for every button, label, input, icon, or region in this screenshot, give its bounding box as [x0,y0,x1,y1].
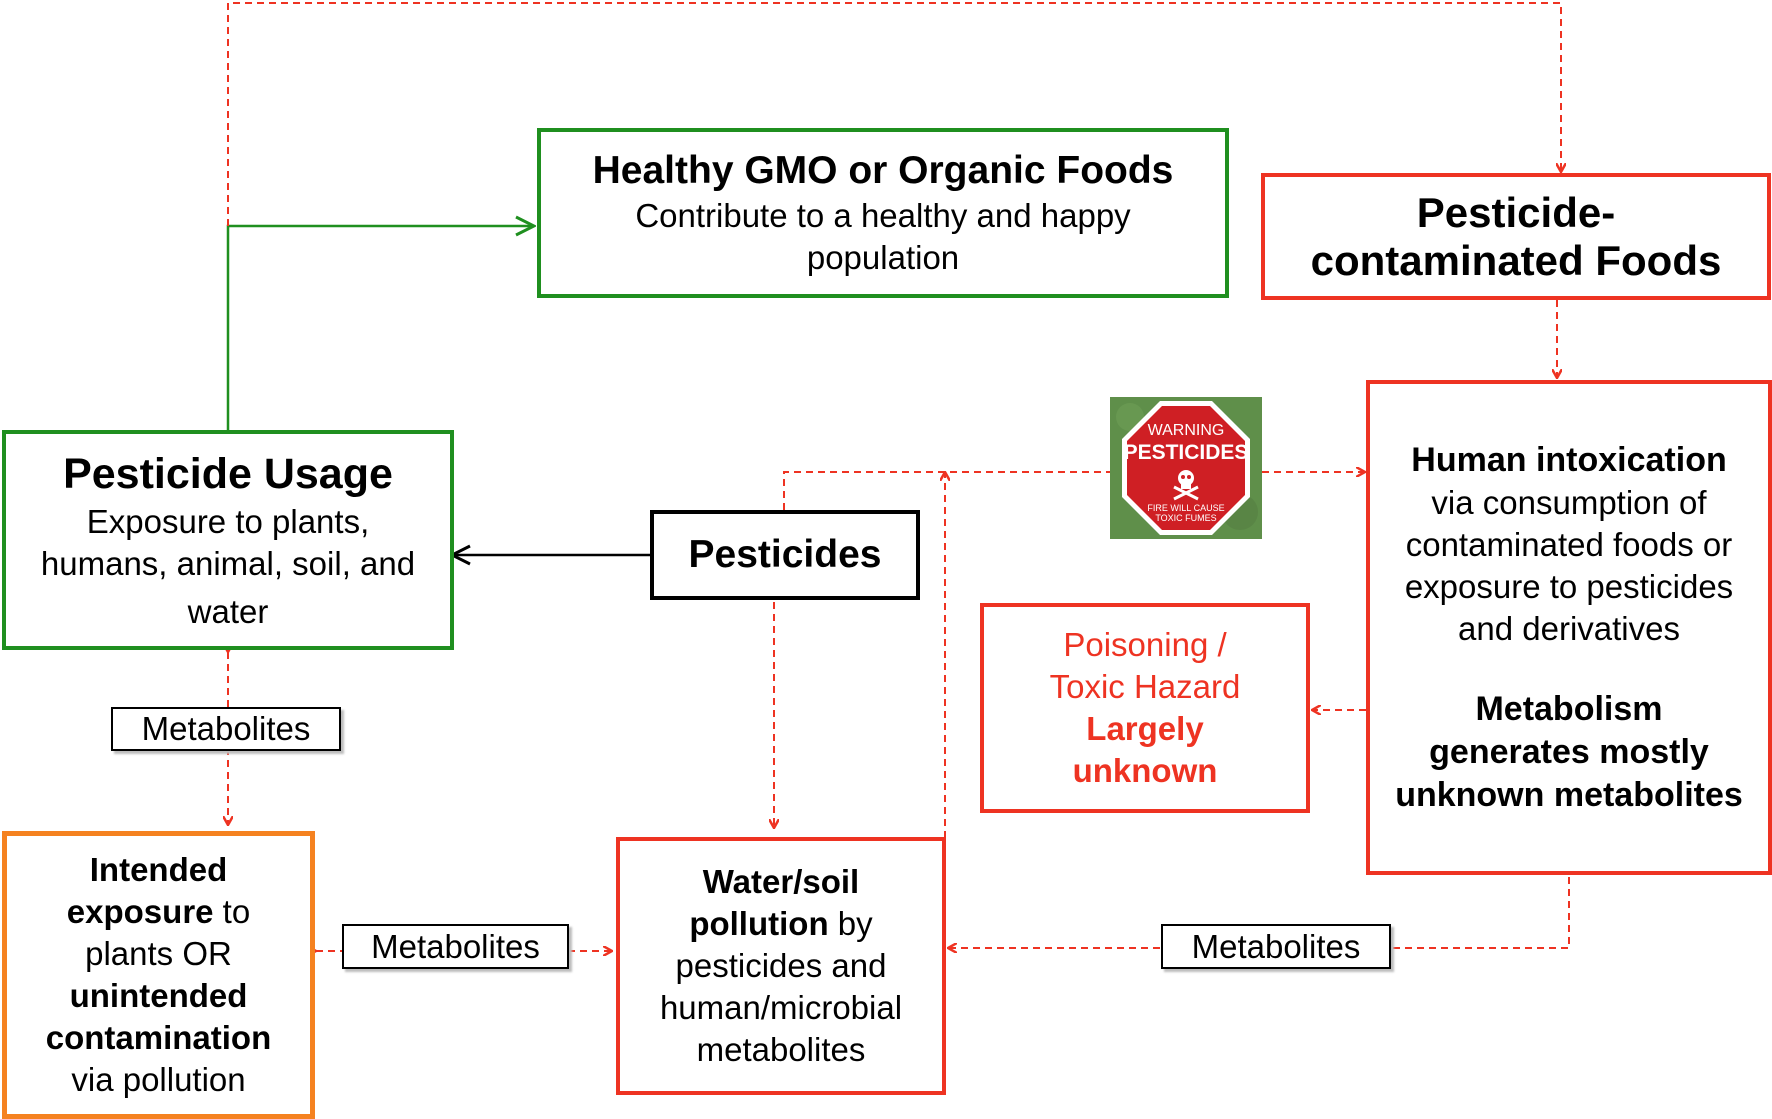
arrow-top-loop [227,2,1561,226]
healthy-foods-line2: population [806,239,960,276]
metabolism-line2: generates mostly [1429,732,1709,771]
water-soil-box: Water/soil pollution by pesticides and h… [616,837,946,1095]
intoxication-line1: via consumption of [1431,483,1707,521]
exposure-line4: unintended [69,977,248,1014]
sign-fumes-text: TOXIC FUMES [1155,513,1216,523]
exposure-line1: Intended [89,851,228,888]
skull-icon [1173,470,1199,501]
water-line2: pollution by [689,905,872,943]
warning-sign-image: WARNING PESTICIDES FIRE WILL CAUSE TOXIC… [1110,397,1262,539]
exposure-line2-bold: exposure [66,893,214,930]
water-line2-bold: pollution [689,905,829,942]
water-line3: pesticides and [675,947,887,984]
exposure-line3: plants OR [85,935,232,972]
pesticide-usage-line1: Exposure to plants, [86,502,370,540]
pesticides-label: Pesticides [688,533,882,576]
arrow-usage-to-healthy [226,226,534,430]
water-line1: Water/soil [702,863,860,900]
intoxication-title: Human intoxication [1411,440,1727,479]
pesticide-usage-box: Pesticide Usage Exposure to plants, huma… [2,430,454,650]
poisoning-line3: Largely [1086,710,1204,747]
poisoning-line4: unknown [1072,752,1218,789]
metabolites-label-bottom-right: Metabolites [1161,924,1391,969]
arrow-intoxication-to-water [948,877,1570,948]
water-line4: human/microbial [659,989,903,1026]
exposure-line5: contamination [45,1019,272,1056]
arrow-pesticides-to-intoxication [783,472,1365,510]
healthy-foods-box: Healthy GMO or Organic Foods Contribute … [537,128,1229,298]
healthy-foods-title: Healthy GMO or Organic Foods [592,149,1174,192]
metabolites-label-left: Metabolites [111,707,341,751]
water-line5: metabolites [696,1031,866,1068]
exposure-line2: exposure to [67,893,250,931]
sign-pesticides-text: PESTICIDES [1124,441,1249,464]
sign-fire-text: FIRE WILL CAUSE [1147,503,1224,513]
pesticide-usage-line2: humans, animal, soil, and [40,544,416,582]
poisoning-line1: Poisoning / [1063,626,1227,663]
water-line2-rest: by [828,905,873,942]
sign-warning-text: WARNING [1148,422,1225,439]
human-intoxication-box: Human intoxication via consumption of co… [1366,380,1772,875]
pesticides-box: Pesticides [650,510,920,600]
contaminated-foods-box: Pesticide- contaminated Foods [1261,173,1771,300]
poisoning-box: Poisoning / Toxic Hazard Largely unknown [980,603,1310,813]
contaminated-foods-line1: Pesticide- [1416,188,1616,236]
intoxication-line2: contaminated foods or [1405,525,1733,563]
exposure-line6: via pollution [71,1061,246,1098]
poisoning-line2: Toxic Hazard [1049,668,1241,705]
metabolism-line3: unknown metabolites [1395,775,1743,814]
pesticide-usage-title: Pesticide Usage [63,449,393,498]
healthy-foods-line1: Contribute to a healthy and happy [635,197,1131,234]
pesticide-usage-line3: water [187,592,269,630]
intoxication-line4: and derivatives [1458,609,1680,647]
warning-stop-sign-icon: WARNING PESTICIDES FIRE WILL CAUSE TOXIC… [1110,397,1262,539]
contaminated-foods-line2: contaminated Foods [1310,236,1722,284]
intended-exposure-box: Intended exposure to plants OR unintende… [2,831,315,1119]
metabolites-label-bottom-left: Metabolites [342,924,569,969]
intoxication-line3: exposure to pesticides [1404,567,1734,605]
exposure-line2-rest: to [213,893,251,930]
metabolism-line1: Metabolism [1475,689,1663,728]
